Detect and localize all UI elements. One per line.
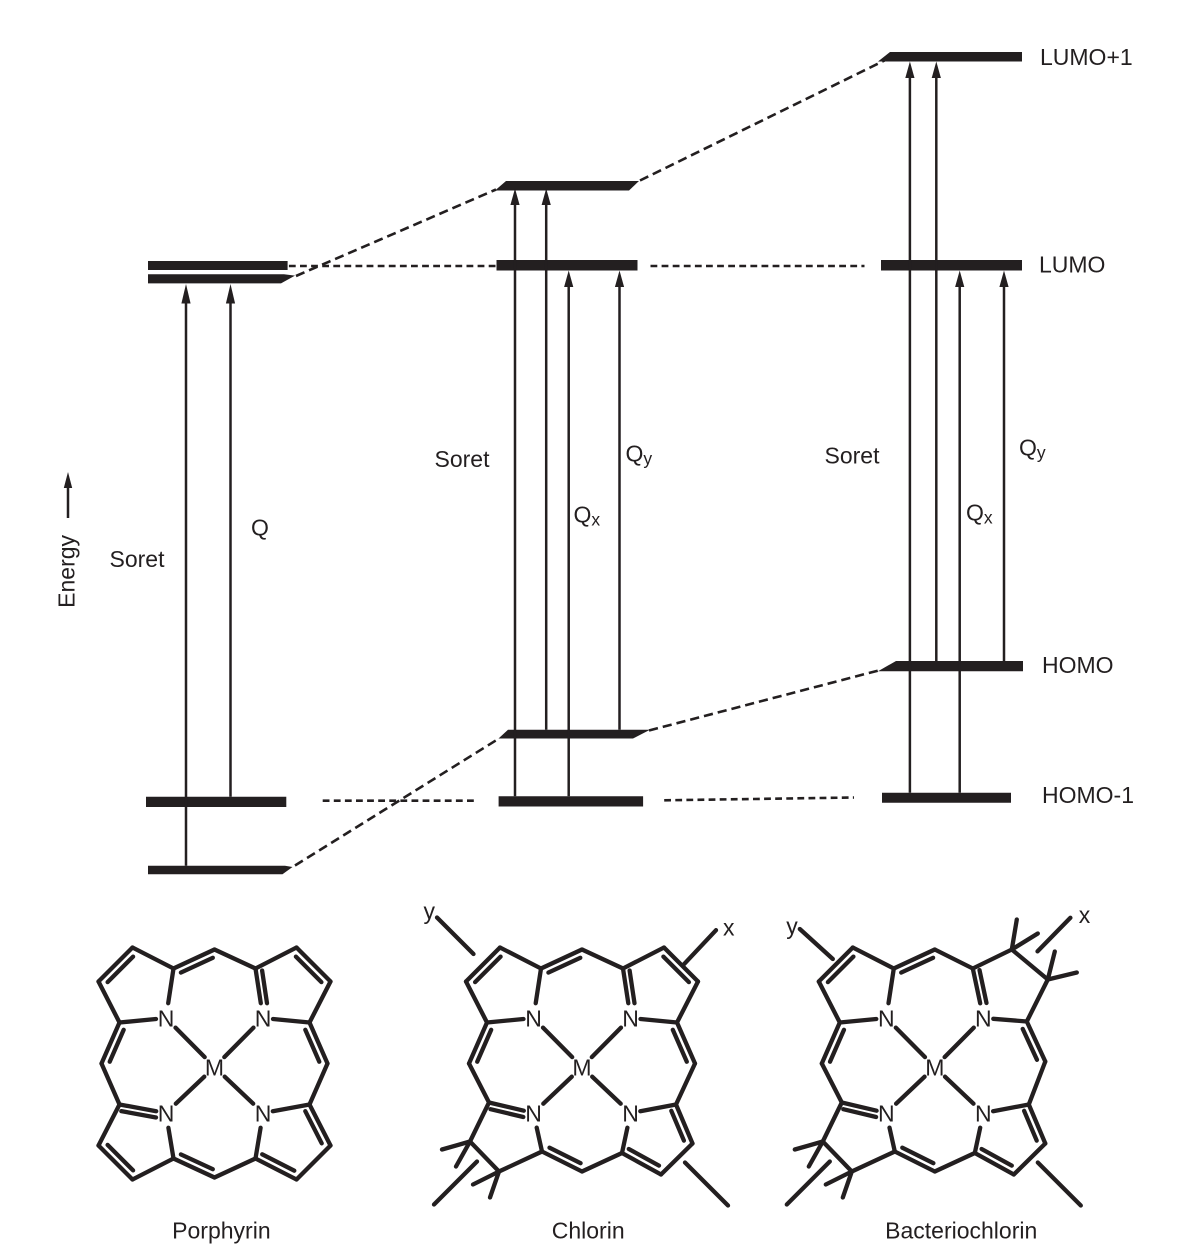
svg-text:x: x: [723, 914, 735, 940]
svg-text:HOMO-1: HOMO-1: [1042, 782, 1134, 808]
svg-text:LUMO: LUMO: [1039, 252, 1105, 278]
svg-text:Soret: Soret: [435, 446, 491, 472]
svg-text:x: x: [1079, 902, 1091, 928]
svg-text:Soret: Soret: [825, 443, 881, 469]
svg-text:N: N: [975, 1100, 992, 1126]
svg-text:N: N: [255, 1100, 272, 1126]
svg-text:M: M: [205, 1055, 224, 1081]
svg-text:Porphyrin: Porphyrin: [172, 1217, 270, 1243]
svg-text:y: y: [786, 913, 798, 939]
svg-text:N: N: [975, 1005, 992, 1031]
svg-text:N: N: [255, 1005, 272, 1031]
svg-text:N: N: [878, 1005, 895, 1031]
svg-text:M: M: [572, 1055, 591, 1081]
svg-text:HOMO: HOMO: [1042, 652, 1114, 678]
svg-text:N: N: [622, 1005, 639, 1031]
svg-text:Bacteriochlorin: Bacteriochlorin: [885, 1217, 1037, 1243]
svg-text:M: M: [925, 1055, 944, 1081]
svg-text:y: y: [424, 898, 436, 924]
svg-text:Energy: Energy: [54, 534, 80, 607]
svg-text:N: N: [158, 1100, 175, 1126]
svg-text:LUMO+1: LUMO+1: [1040, 44, 1133, 70]
svg-text:N: N: [525, 1005, 542, 1031]
svg-text:N: N: [878, 1100, 895, 1126]
svg-text:Soret: Soret: [110, 546, 166, 572]
svg-text:N: N: [622, 1100, 639, 1126]
svg-text:Chlorin: Chlorin: [552, 1217, 625, 1243]
svg-text:N: N: [158, 1005, 175, 1031]
svg-text:N: N: [525, 1100, 542, 1126]
svg-text:Q: Q: [251, 515, 269, 541]
